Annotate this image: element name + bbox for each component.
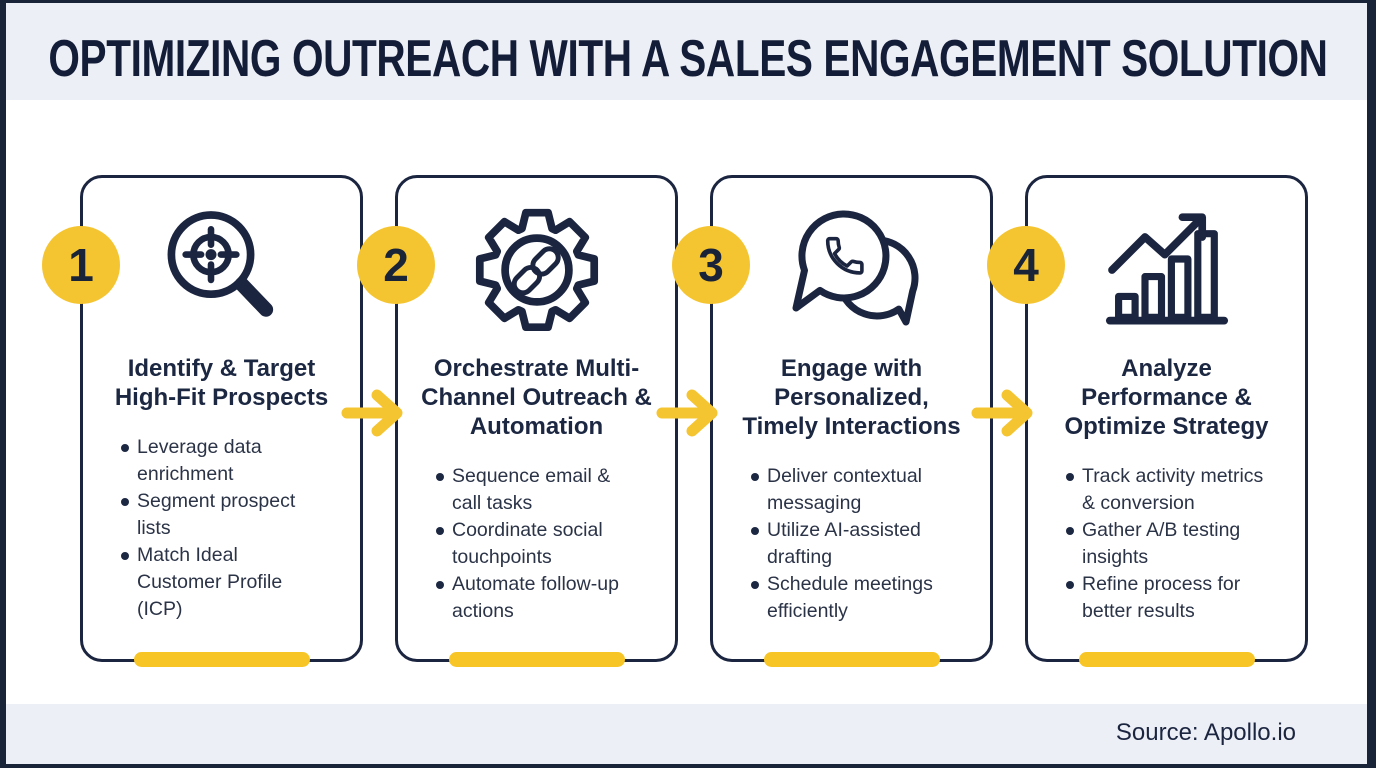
step-bullets: Sequence email & call tasks Coordinate s… [398, 463, 675, 625]
page-title-text: OPTIMIZING OUTREACH WITH A SALES ENGAGEM… [48, 30, 1328, 88]
page-title: OPTIMIZING OUTREACH WITH A SALES ENGAGEM… [0, 0, 1376, 100]
step-number-badge: 3 [672, 226, 750, 304]
step-number: 4 [1013, 239, 1039, 291]
step-title: Orchestrate Multi- Channel Outreach & Au… [421, 355, 652, 440]
step-number: 3 [698, 239, 724, 291]
card-accent-bar [448, 652, 625, 667]
bullet-item: Sequence email & call tasks [436, 463, 675, 517]
step-card-4: 4 Analyze Performance & Optimize Strateg… [987, 175, 1308, 667]
step-bullets: Leverage data enrichment Segment prospec… [83, 434, 360, 623]
bullet-item: Leverage data enrichment [121, 434, 360, 488]
bullet-item: Deliver contextual messaging [751, 463, 990, 517]
growth-chart-icon [1028, 186, 1305, 354]
bullet-item: Track activity metrics & conversion [1066, 463, 1305, 517]
card-accent-bar [133, 652, 310, 667]
gear-link-icon [398, 186, 675, 354]
right-arrow-icon [971, 389, 1033, 437]
card-accent-bar [763, 652, 940, 667]
step-number-badge: 4 [987, 226, 1065, 304]
right-arrow-icon [341, 389, 403, 437]
header-band [0, 0, 1376, 100]
step-number: 2 [383, 239, 409, 291]
step-title: Analyze Performance & Optimize Strategy [1064, 355, 1269, 440]
target-search-icon [83, 186, 360, 354]
step-bullets: Track activity metrics & conversion Gath… [1028, 463, 1305, 625]
bullet-item: Gather A/B testing insights [1066, 517, 1305, 571]
card-accent-bar [1078, 652, 1255, 667]
bullet-item: Segment prospect lists [121, 488, 360, 542]
step-title: Identify & Target High-Fit Prospects [114, 355, 329, 411]
step-number: 1 [68, 239, 94, 291]
bullet-item: Utilize AI-assisted drafting [751, 517, 990, 571]
step-card-1: 1 Identify & Target High-Fit Prospects L… [42, 175, 363, 667]
step-bullets: Deliver contextual messaging Utilize AI-… [713, 463, 990, 625]
step-card-3: 3 Engage with Personalized, Timely Inter… [672, 175, 993, 667]
step-number-badge: 2 [357, 226, 435, 304]
step-card-2: 2 Orchestrate Multi- Channel Outreach & … [357, 175, 678, 667]
bullet-item: Schedule meetings efficiently [751, 571, 990, 625]
step-title: Engage with Personalized, Timely Interac… [742, 355, 961, 440]
footer-band [0, 704, 1376, 768]
chat-bubbles-phone-icon [713, 186, 990, 354]
step-number-badge: 1 [42, 226, 120, 304]
bullet-item: Match Ideal Customer Profile (ICP) [121, 542, 360, 623]
bullet-item: Automate follow-up actions [436, 571, 675, 625]
bullet-item: Coordinate social touchpoints [436, 517, 675, 571]
source-attribution: Source: Apollo.io [1115, 719, 1296, 746]
bullet-item: Refine process for better results [1066, 571, 1305, 625]
right-arrow-icon [656, 389, 718, 437]
